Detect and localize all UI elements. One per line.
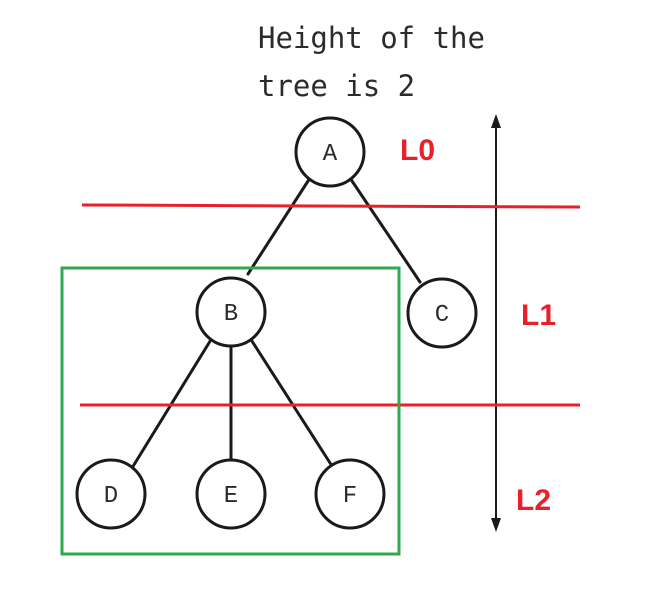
level-line-1 [81,203,581,209]
edge-b-d [130,336,214,470]
double-headed-vertical-arrow-icon [491,114,501,532]
node-f: F [314,458,386,530]
level-label-l1: L1 [521,299,556,332]
node-b: B [195,276,267,348]
node-c: C [406,277,478,349]
node-c-label: C [435,302,449,329]
node-a-label: A [323,141,338,168]
node-a: A [294,116,366,188]
subtree-box [60,266,401,556]
height-caption-line-2: tree is 2 [258,69,416,103]
node-e: E [195,458,267,530]
node-f-label: F [343,483,357,510]
node-d: D [75,458,147,530]
edge-a-c [348,176,422,284]
node-b-label: B [224,301,238,328]
level-lines [80,203,581,407]
node-d-label: D [104,483,118,510]
edge-b-f [248,336,334,468]
level-label-l0: L0 [400,134,435,167]
node-e-label: E [224,483,238,510]
level-labels: L0 L1 L2 [400,134,556,517]
level-label-l2: L2 [516,484,551,517]
tree-nodes: A B C D E F [75,116,478,530]
tree-edges [130,176,422,470]
height-caption: Height of the tree is 2 [258,14,485,110]
height-caption-line-1: Height of the [258,21,485,55]
edge-a-b [246,176,312,276]
